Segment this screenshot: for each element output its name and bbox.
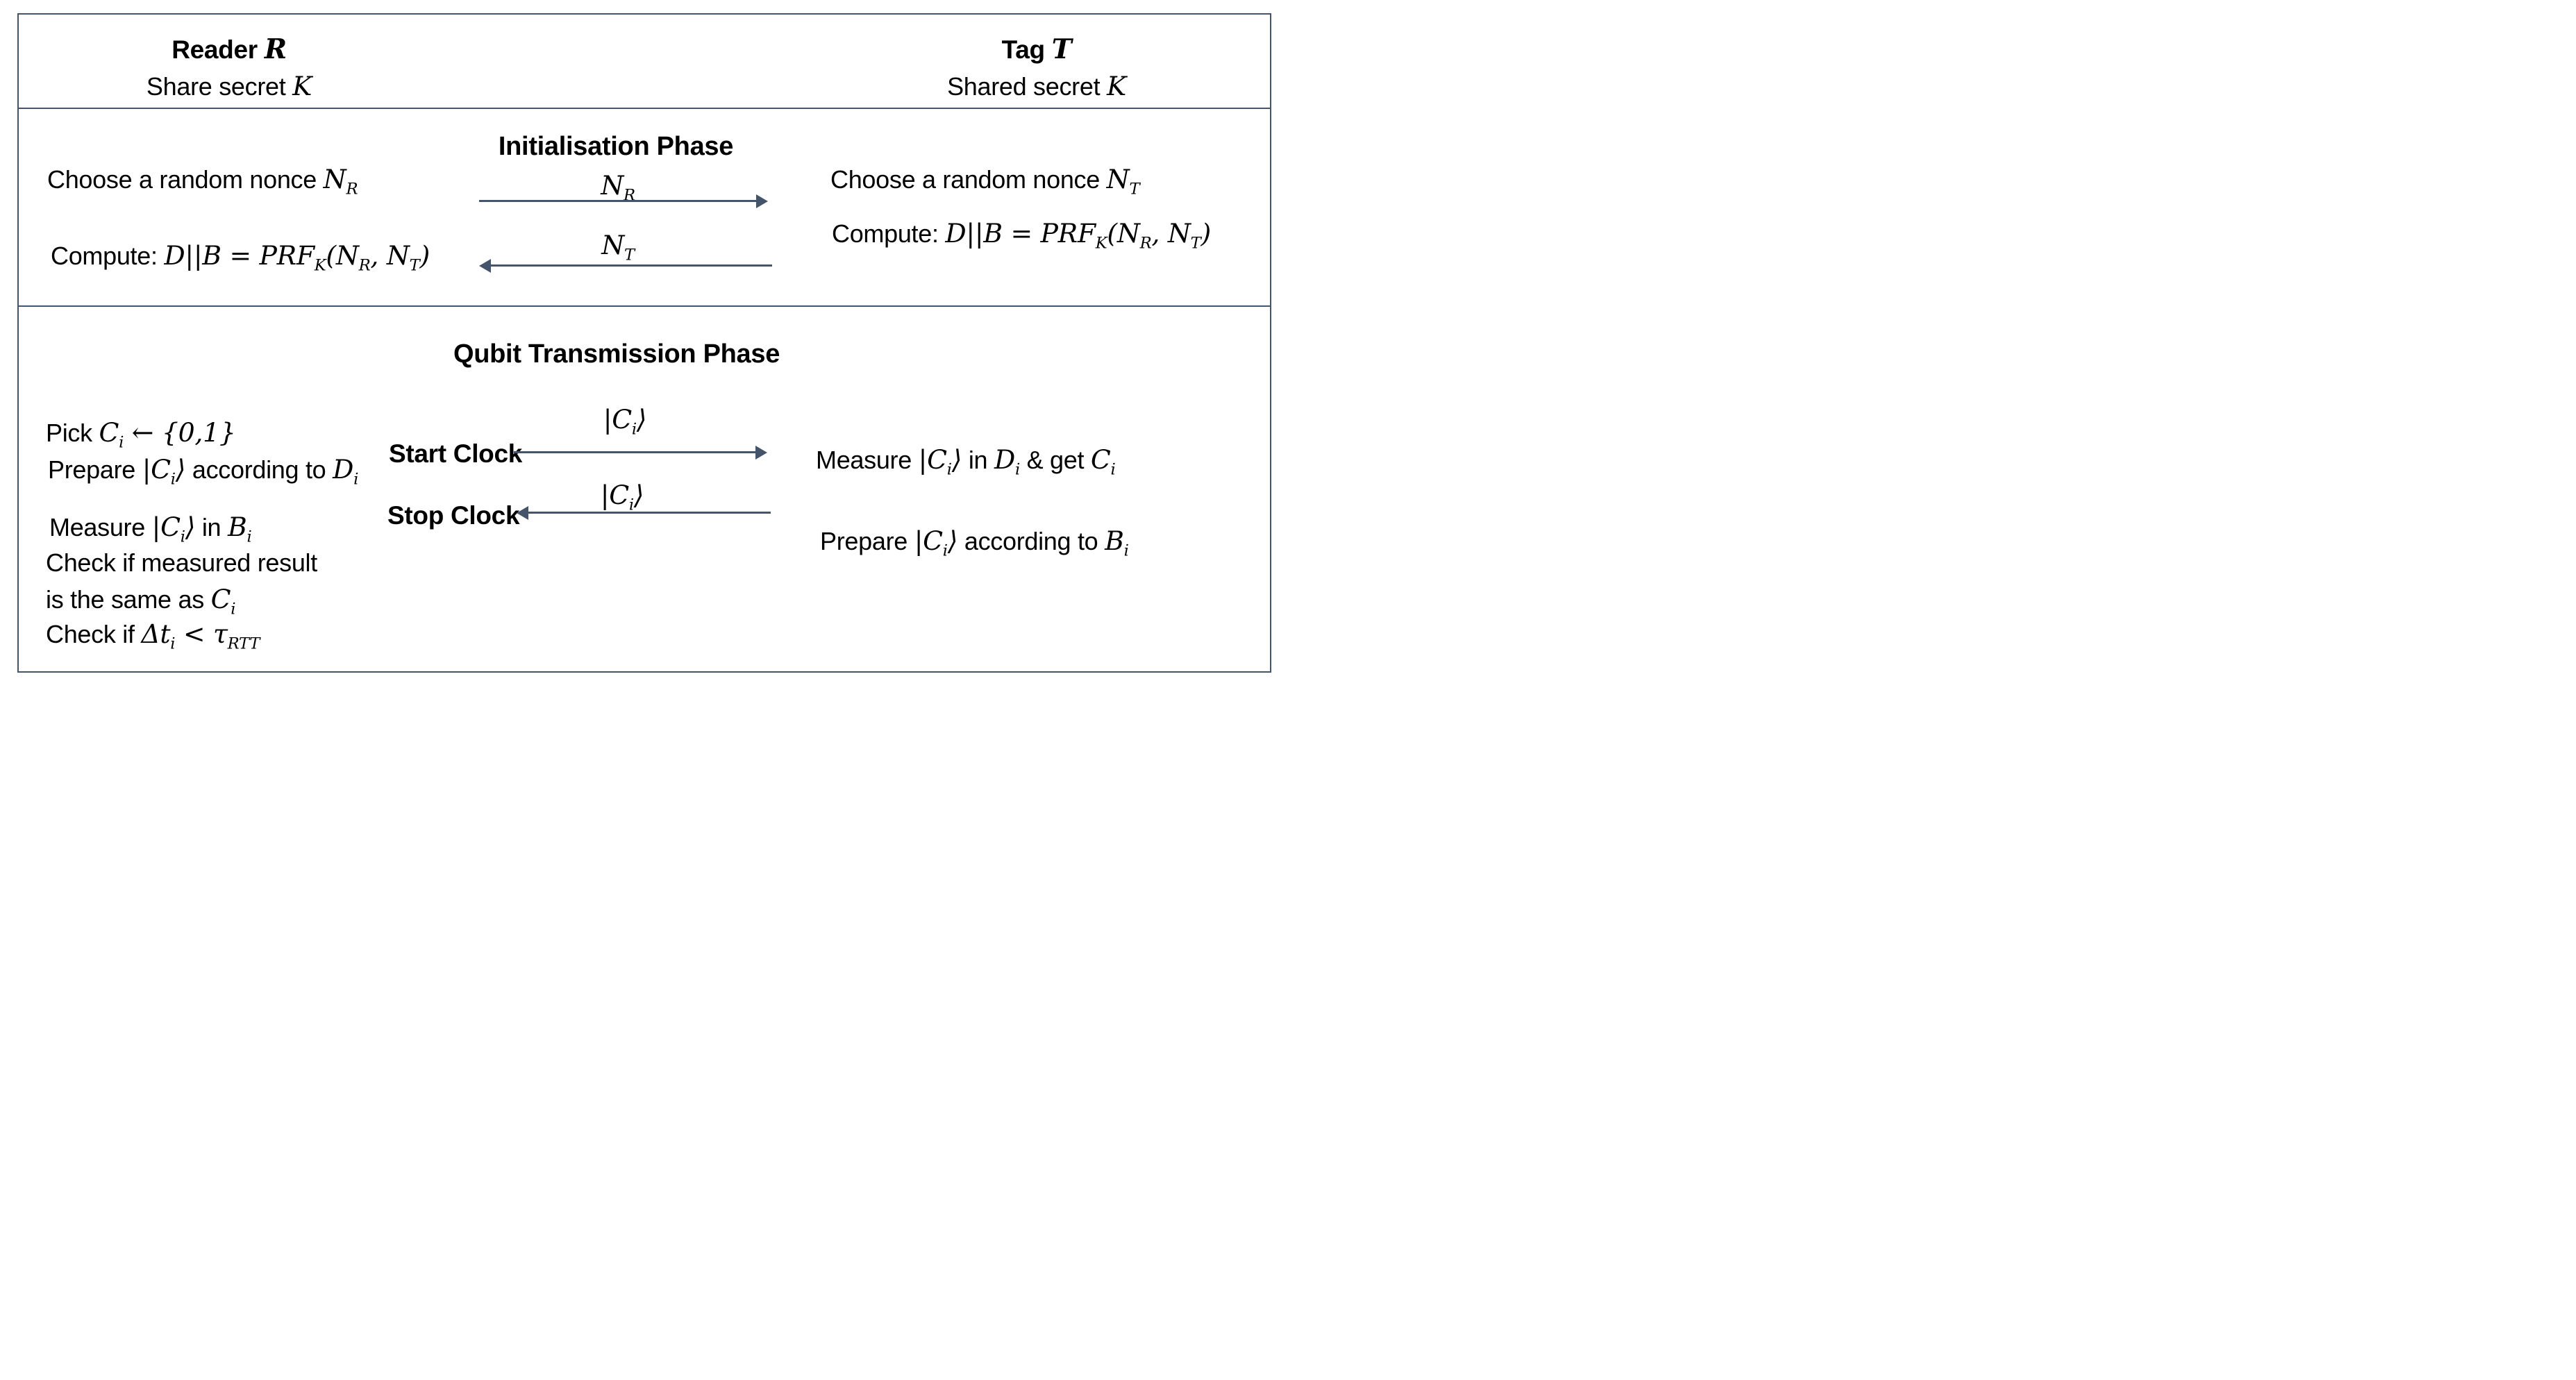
arrow-qubit-back-line <box>527 512 771 514</box>
qubit-back-label: |Ci⟩ <box>600 480 644 514</box>
arrow-qubit-back-head <box>517 506 528 520</box>
message-label-nt: NT <box>601 230 635 264</box>
reader-choose-nonce: Choose a random nonce NR <box>47 164 358 199</box>
arrow-nr-head <box>756 194 768 208</box>
prepare-qubit-reader: Prepare |Ci⟩ according to Di <box>48 454 359 489</box>
measure-qubit-tag: Measure |Ci⟩ in Di & get Ci <box>816 444 1116 479</box>
reader-compute-prf: Compute: D||B = PRFK(NR, NT) <box>51 240 430 275</box>
arrow-nt-line <box>490 264 772 267</box>
tag-choose-nonce: Choose a random nonce NT <box>830 164 1140 199</box>
arrow-nr-line <box>479 200 757 202</box>
check-measured-result-line1: Check if measured result <box>46 548 317 577</box>
start-clock-label: Start Clock <box>389 439 523 468</box>
tag-name: Tag T <box>1001 34 1072 65</box>
check-measured-result-line2: is the same as Ci <box>46 584 236 619</box>
tag-compute-prf: Compute: D||B = PRFK(NR, NT) <box>832 218 1211 253</box>
arrow-nt-head <box>479 259 491 273</box>
message-label-nr: NR <box>601 170 635 205</box>
stop-clock-label: Stop Clock <box>387 501 520 530</box>
prepare-qubit-tag: Prepare |Ci⟩ according to Bi <box>820 525 1129 560</box>
measure-qubit-reader: Measure |Ci⟩ in Bi <box>49 512 252 546</box>
reader-name: Reader R <box>172 34 287 65</box>
qubit-phase-title: Qubit Transmission Phase <box>453 339 780 369</box>
arrow-qubit-out-head <box>755 446 767 460</box>
init-phase-title: Initialisation Phase <box>498 132 734 161</box>
header-divider <box>17 108 1271 109</box>
check-rtt: Check if Δti < τRTT <box>46 619 260 653</box>
arrow-qubit-out-line <box>514 451 755 453</box>
phase-divider <box>17 305 1271 307</box>
qubit-out-label: |Ci⟩ <box>603 404 647 439</box>
tag-secret: Shared secret K <box>947 71 1126 101</box>
reader-secret: Share secret K <box>146 71 312 101</box>
pick-challenge-bit: Pick Ci ← {0,1} <box>46 417 236 452</box>
protocol-diagram: Reader R Share secret K Tag T Shared sec… <box>0 0 1288 690</box>
protocol-frame <box>17 13 1271 673</box>
